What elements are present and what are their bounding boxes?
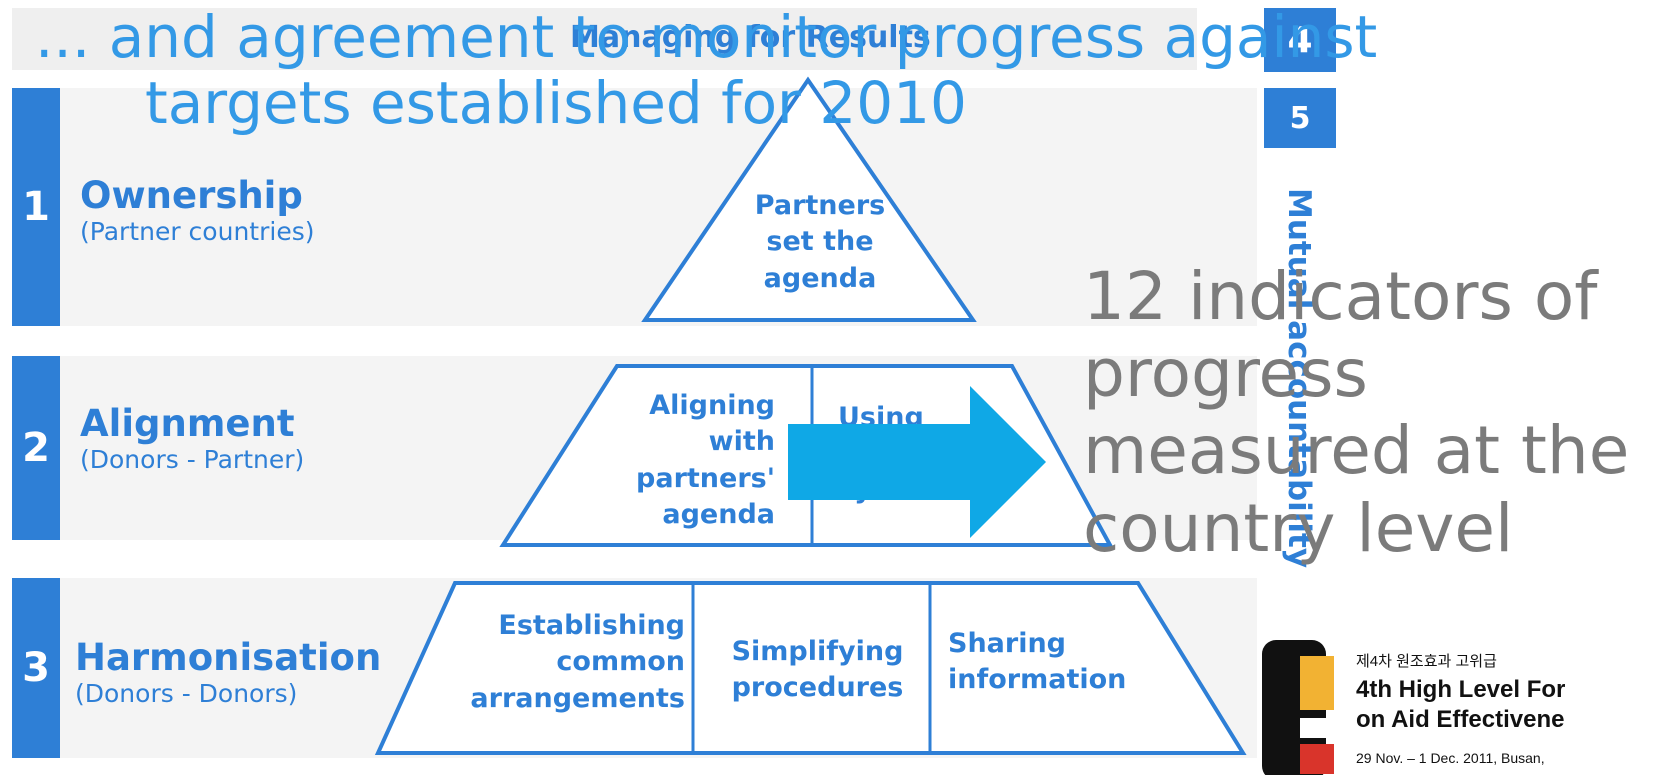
pillar-number-2: 2	[12, 356, 60, 540]
text-line: arrangements	[470, 682, 685, 714]
pillar-band-1	[12, 88, 1257, 326]
text-line: with	[708, 426, 775, 458]
logo-dates: 29 Nov. – 1 Dec. 2011, Busan,	[1356, 750, 1545, 766]
overlay-heading-line: ... and agreement to monitor progress ag…	[35, 3, 1378, 71]
text-line: partners'	[636, 462, 775, 494]
title-band	[12, 8, 1197, 70]
sharing-information-text: Sharing information	[948, 626, 1138, 699]
pillar-label-ownership: Ownership (Partner countries)	[80, 174, 315, 247]
text-line: information	[948, 664, 1127, 696]
logo-forum-line2: on Aid Effectivene	[1356, 706, 1565, 733]
pillar-number-3: 3	[12, 578, 60, 758]
pyramid-top-triangle	[641, 76, 977, 322]
text-line: set the	[766, 226, 874, 258]
pillar-subtitle: (Donors - Partner)	[80, 444, 305, 474]
simplifying-procedures-text: Simplifying procedures	[725, 634, 910, 707]
overlay-heading: ... and agreement to monitor progress ag…	[35, 3, 1378, 137]
pillar-title: Harmonisation	[75, 636, 382, 679]
logo-korean-text: 제4차 원조효과 고위급	[1356, 653, 1497, 670]
text-line: Simplifying	[731, 636, 904, 667]
forum-logo	[1262, 640, 1334, 775]
establishing-arrangements-text: Establishing common arrangements	[460, 608, 685, 717]
arrow-right-icon	[788, 386, 1046, 538]
side-number-4: 4	[1264, 8, 1336, 72]
pillar-subtitle: (Donors - Donors)	[75, 678, 298, 708]
pillar-label-harmonisation: Harmonisation (Donors - Donors)	[75, 636, 382, 709]
indicators-line: measured at the	[1083, 412, 1630, 490]
mutual-accountability-label: Mutual accountability	[1281, 188, 1317, 569]
side-number-5: 5	[1264, 88, 1336, 148]
partners-set-agenda-text: Partners set the agenda	[735, 188, 905, 297]
indicators-line: country level	[1083, 489, 1514, 567]
text-line: common	[556, 646, 685, 678]
diagram-title: Managing for Results	[570, 20, 931, 55]
text-line: agenda	[662, 499, 775, 531]
overlay-heading-line: targets established for 2010	[145, 68, 967, 137]
pyramid-bottom-trapezoid	[374, 581, 1247, 755]
text-line: Partners	[754, 190, 886, 221]
pillar-title: Ownership	[80, 174, 303, 217]
text-line: Establishing	[498, 610, 685, 641]
text-line: agenda	[763, 262, 877, 294]
indicators-line: 12 indicators of	[1083, 258, 1598, 335]
pillar-number-1: 1	[12, 88, 60, 326]
pillar-title: Alignment	[80, 402, 295, 445]
pillar-label-alignment: Alignment (Donors - Partner)	[80, 402, 305, 475]
text-line: procedures	[731, 672, 904, 704]
text-line: Aligning	[649, 390, 775, 421]
logo-forum-line1: 4th High Level For	[1356, 676, 1566, 703]
indicators-line: progress	[1083, 335, 1368, 413]
text-line: Sharing	[948, 628, 1067, 659]
indicators-text: 12 indicators of progress measured at th…	[1083, 258, 1629, 567]
pillar-subtitle: (Partner countries)	[80, 216, 315, 246]
aligning-partners-agenda-text: Aligning with partners' agenda	[600, 388, 775, 534]
